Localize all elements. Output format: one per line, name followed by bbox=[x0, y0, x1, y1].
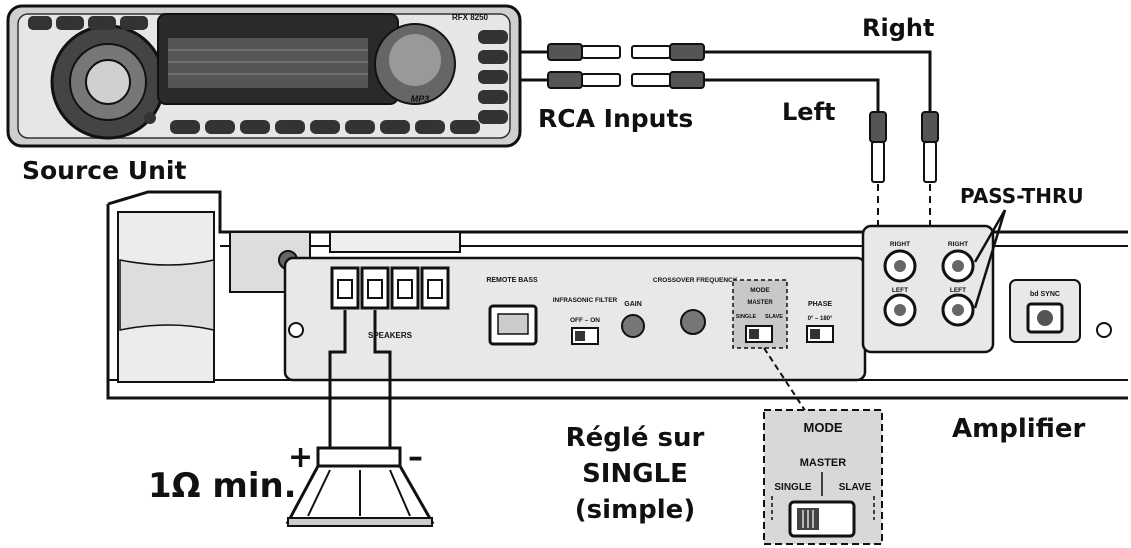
left-channel-label: Left bbox=[782, 98, 836, 126]
right-channel-label: Right bbox=[862, 14, 935, 42]
crossover-knob bbox=[680, 309, 706, 335]
pass-thru-label: PASS-THRU bbox=[960, 184, 1084, 208]
amp-master-label: MASTER bbox=[747, 300, 773, 306]
source-unit: RFX 8250 MP3 bbox=[6, 4, 522, 148]
mode-caption: Réglé sur SINGLE (simple) bbox=[540, 420, 730, 528]
zoom-slave-label: SLAVE bbox=[839, 482, 872, 493]
phase-label: PHASE bbox=[808, 301, 832, 308]
zoom-mode-panel: MODE MASTER SINGLE SLAVE bbox=[763, 409, 883, 545]
gain-knob bbox=[621, 314, 645, 338]
caption-line-1: Réglé sur bbox=[565, 423, 705, 453]
gain-label: GAIN bbox=[624, 301, 642, 308]
speaker-terminals bbox=[330, 266, 450, 310]
amplifier: SPEAKERS REMOTE BASS INFRASONIC FILTER O… bbox=[106, 190, 1128, 400]
speaker-minus-label: – bbox=[408, 440, 423, 475]
amplifier-label: Amplifier bbox=[952, 414, 1086, 444]
pass-thru-panel bbox=[861, 224, 995, 354]
pass-thru-arrows bbox=[973, 209, 1007, 309]
speaker bbox=[285, 446, 435, 527]
speakers-label: SPEAKERS bbox=[368, 331, 413, 340]
source-unit-label: Source Unit bbox=[22, 156, 187, 185]
phase-range: 0° – 180° bbox=[808, 316, 833, 322]
zoom-master-label: MASTER bbox=[800, 457, 847, 469]
amp-slave-label: SLAVE bbox=[765, 314, 783, 320]
model-number: RFX 8250 bbox=[452, 13, 489, 22]
zoom-single-label: SINGLE bbox=[774, 482, 812, 493]
crossover-label: CROSSOVER FREQUENCY bbox=[653, 277, 738, 284]
infrasonic-off-on: OFF – ON bbox=[570, 317, 600, 324]
infrasonic-filter-label: INFRASONIC FILTER bbox=[553, 297, 618, 304]
mp3-badge: MP3 bbox=[411, 94, 430, 104]
rca-cables bbox=[520, 43, 939, 248]
rca-left-label-1: LEFT bbox=[892, 287, 908, 294]
remote-bass-label: REMOTE BASS bbox=[486, 277, 538, 284]
amp-mode-label: MODE bbox=[750, 287, 770, 294]
rca-inputs-label: RCA Inputs bbox=[538, 104, 694, 133]
mode-callout-line bbox=[763, 347, 807, 413]
zoom-mode-label: MODE bbox=[804, 420, 843, 435]
rca-left-label-2: LEFT bbox=[950, 287, 966, 294]
speaker-wiring bbox=[328, 310, 392, 452]
rca-right-label-2: RIGHT bbox=[948, 241, 968, 248]
bd-sync-label: bd SYNC bbox=[1030, 291, 1060, 298]
speaker-plus-label: + bbox=[288, 440, 314, 475]
caption-line-3: (simple) bbox=[574, 495, 696, 525]
rca-right-label-1: RIGHT bbox=[890, 241, 910, 248]
caption-line-2: SINGLE bbox=[582, 459, 688, 489]
amp-single-label: SINGLE bbox=[736, 314, 757, 320]
impedance-label: 1Ω min. bbox=[148, 466, 297, 506]
